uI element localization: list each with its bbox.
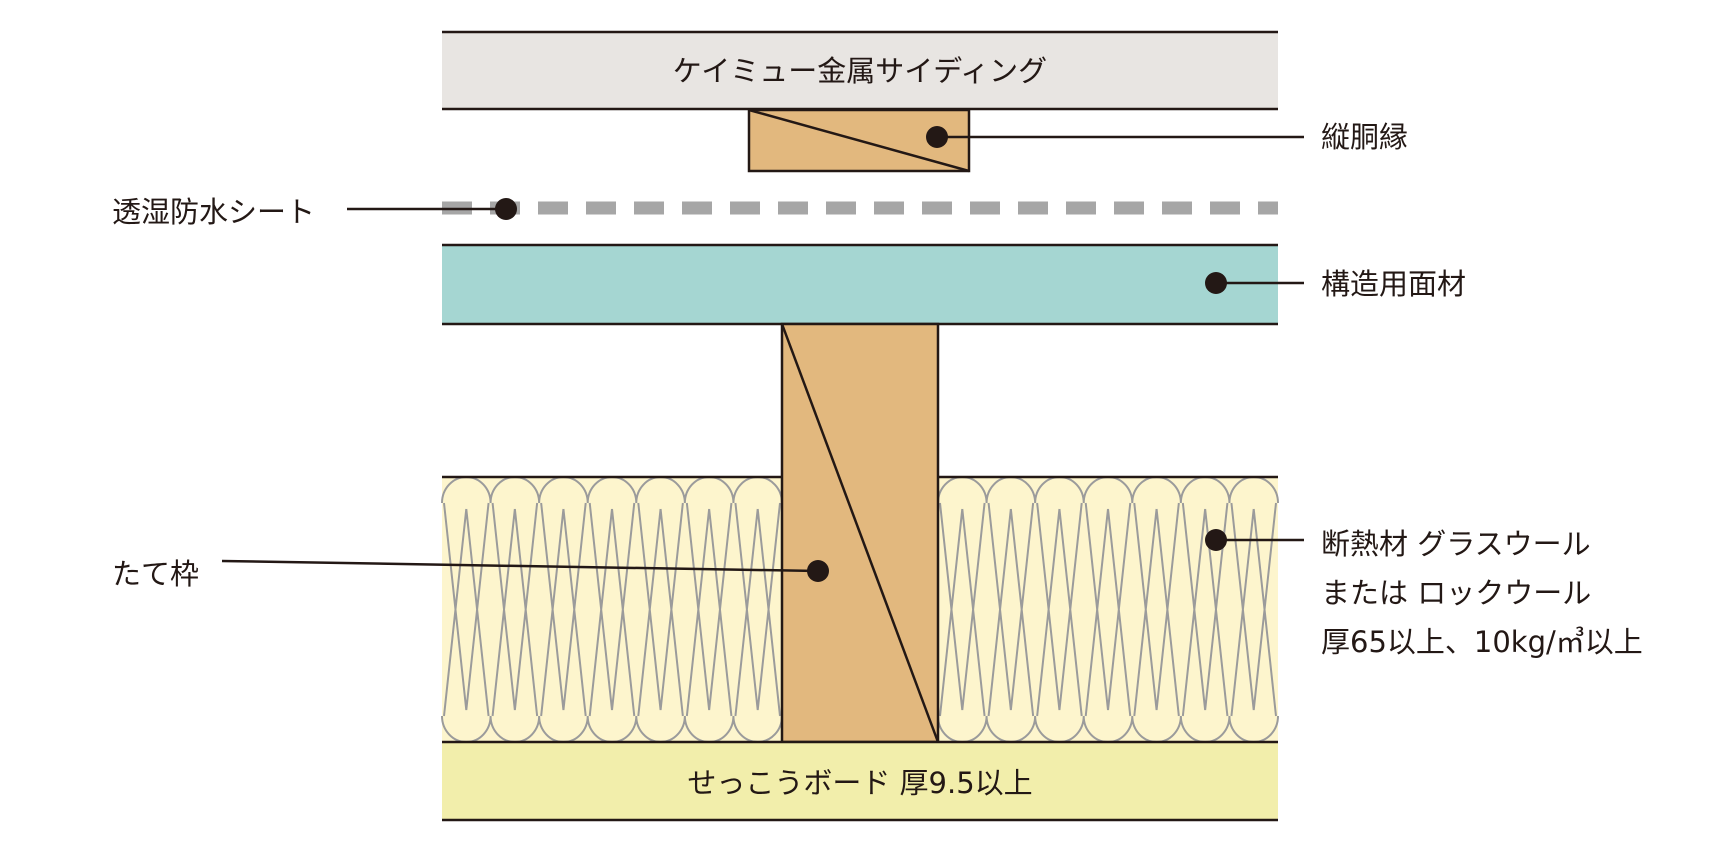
- siding-label: ケイミュー金属サイディング: [673, 54, 1047, 88]
- callout-dot: [1205, 529, 1227, 551]
- gypsum-layer: せっこうボード 厚9.5以上: [442, 740, 1278, 822]
- membrane-label: 透湿防水シート: [112, 195, 315, 229]
- callout-stud: たて枠: [112, 557, 829, 591]
- insulation-label-line3: 厚65以上、10kg/㎥以上: [1321, 625, 1643, 659]
- callout-sheathing: 構造用面材: [1205, 267, 1466, 301]
- callout-dot: [1205, 272, 1227, 294]
- callout-dot: [495, 198, 517, 220]
- sheathing-label: 構造用面材: [1321, 267, 1466, 301]
- insulation-fiber-lines: [939, 502, 1277, 717]
- siding-fill: [442, 32, 1278, 109]
- stud: [780, 322, 940, 744]
- gypsum-label: せっこうボード 厚9.5以上: [687, 766, 1032, 800]
- callout-membrane: 透湿防水シート: [112, 195, 517, 229]
- furring-strip: [747, 108, 971, 173]
- insulation-fiber-lines: [443, 502, 781, 717]
- callout-insulation: 断熱材 グラスウール または ロックウール 厚65以上、10kg/㎥以上: [1205, 527, 1643, 659]
- callout-dot: [926, 126, 948, 148]
- stud-label: たて枠: [112, 557, 199, 591]
- siding-layer: ケイミュー金属サイディング: [442, 30, 1278, 111]
- insulation-label-line1: 断熱材 グラスウール: [1321, 527, 1591, 561]
- callout-dot: [807, 560, 829, 582]
- sheathing-layer: [442, 243, 1278, 326]
- insulation-label-line2: または ロックウール: [1321, 576, 1591, 610]
- callout-furring: 縦胴縁: [926, 120, 1408, 154]
- furring-label: 縦胴縁: [1321, 120, 1408, 154]
